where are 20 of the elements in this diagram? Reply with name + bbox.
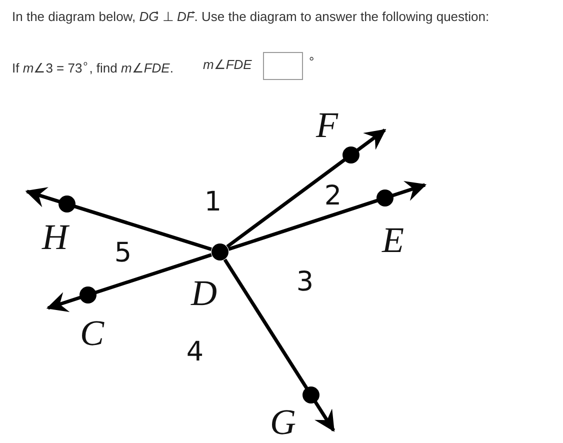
question-text: m∠FDE [203,57,252,72]
ray-arrow [25,187,212,251]
point-label: C [80,315,104,351]
ray-arrow [228,180,427,251]
angle-number: 4 [186,338,204,366]
point-label: E [382,222,404,258]
question-text: If m∠3 = 73$^{∘}$, find m∠FDE. [12,57,174,76]
point-label: H [42,219,68,255]
ray-arrow [223,258,336,432]
point-label: G [270,404,296,440]
ray-arrow [226,128,386,248]
question-text: In the diagram below, DG⃗ ⊥ DF⃗. Use the diagram to answer the following question: [12,9,490,24]
question-text: ° [309,54,314,69]
angle-number: 5 [114,240,132,266]
point-label: D [191,275,217,311]
angle-number: 2 [324,182,342,210]
angle-number: 3 [296,268,314,296]
point-label: F [316,107,338,143]
angle-number: 1 [204,188,222,216]
ray-arrow [46,253,212,312]
